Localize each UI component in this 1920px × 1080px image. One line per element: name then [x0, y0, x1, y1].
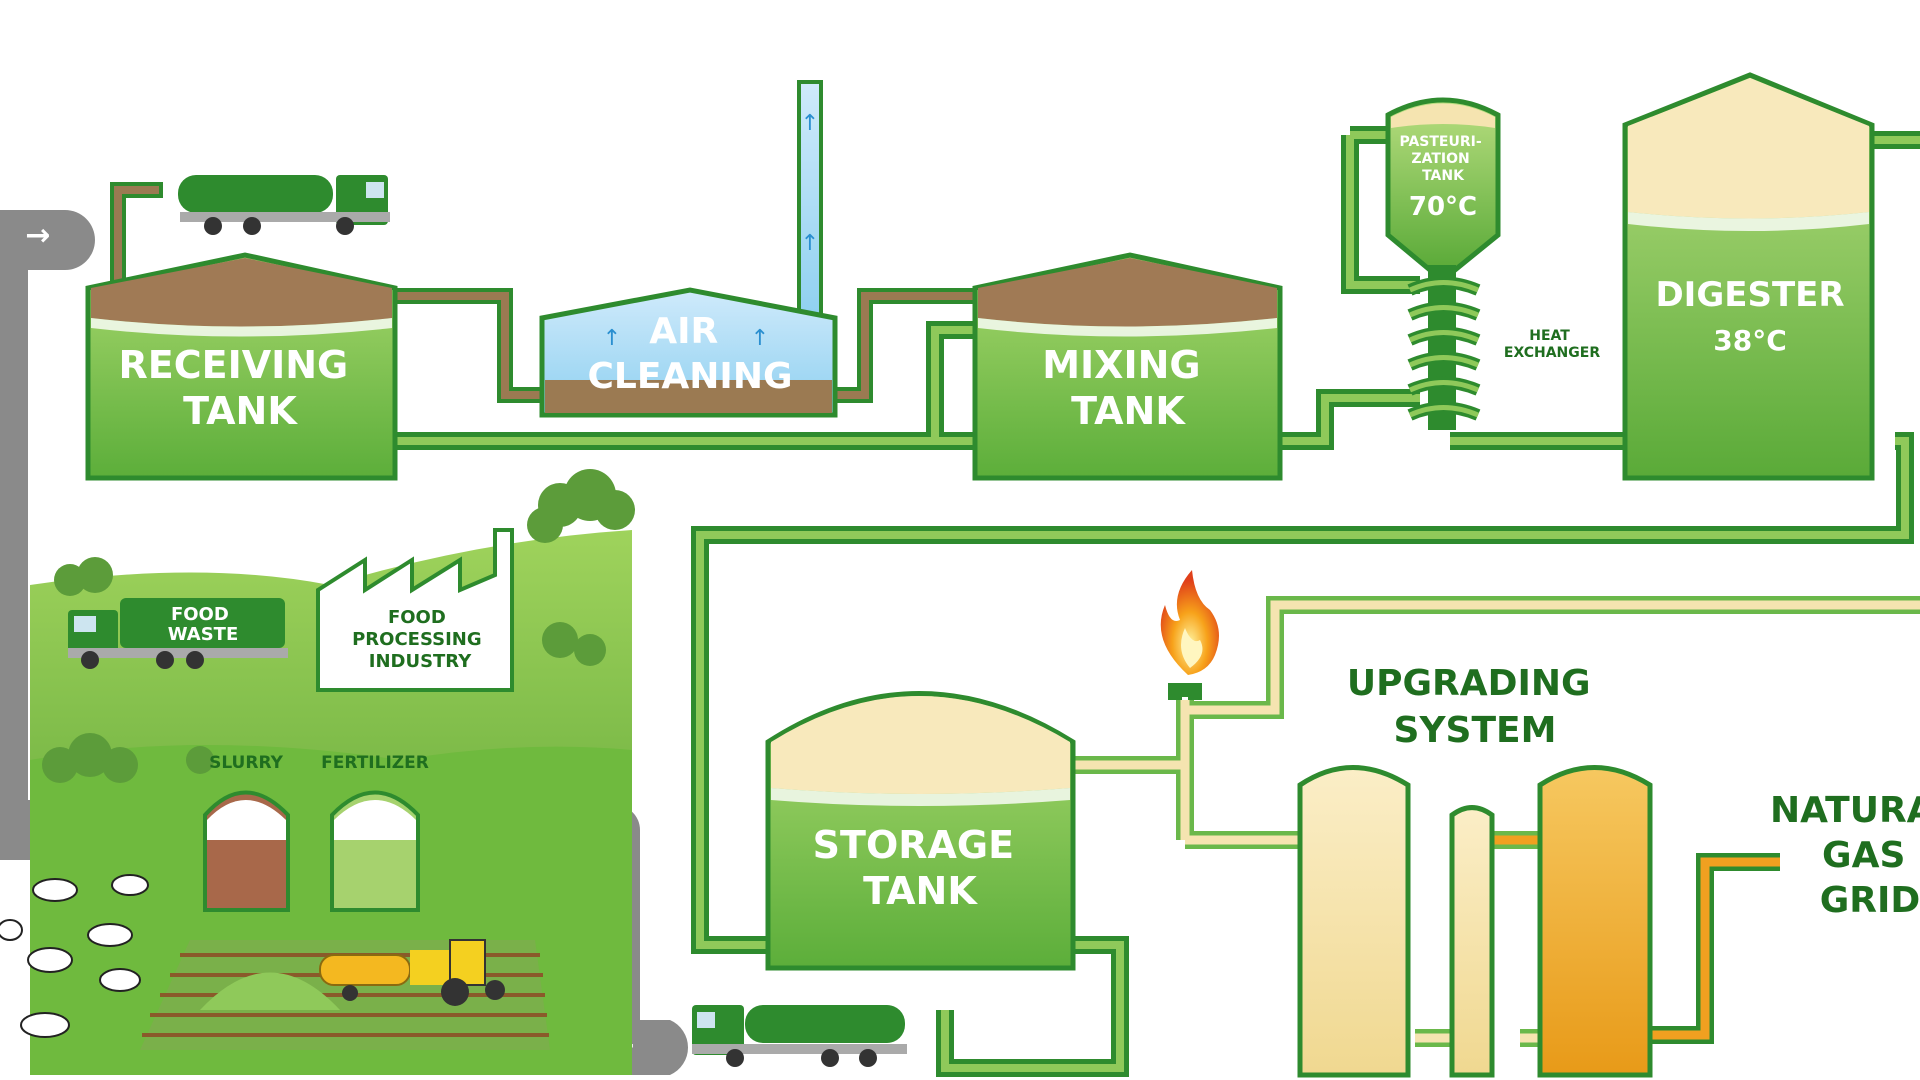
- pasteurization-label-3: TANK: [1422, 168, 1465, 184]
- trees: [42, 469, 635, 783]
- digester-label: DIGESTER: [1655, 275, 1844, 315]
- air-cleaning-label-1: AIR: [649, 311, 718, 352]
- air-up-arrow-icon: ↑: [801, 111, 819, 136]
- air-up-arrow-icon: ↑: [603, 326, 621, 351]
- storage-tank-label-1: STORAGE: [813, 823, 1014, 867]
- food-waste-label-1: FOOD: [171, 604, 229, 625]
- mixing-tank-label-2: TANK: [1071, 389, 1186, 433]
- food-processing-label-2: PROCESSING: [352, 629, 482, 650]
- upgrading-system-label-1: UPGRADING: [1347, 663, 1591, 704]
- food-processing-label-1: FOOD: [388, 607, 446, 628]
- natural-gas-grid: NATURAL GAS GRID: [1770, 790, 1920, 921]
- svg-text:STORAGE TANK: STORAGE TANK: [813, 823, 1028, 913]
- digester-temp: 38°C: [1713, 324, 1787, 357]
- slurry-label: SLURRY: [209, 753, 284, 773]
- heat-exchanger-label-2: EXCHANGER: [1504, 345, 1600, 361]
- fertilizer-label: FERTILIZER: [321, 753, 429, 773]
- upgrading-system: UPGRADING SYSTEM: [1297, 663, 1653, 1078]
- delivery-truck-bottom: [692, 1005, 907, 1067]
- air-up-arrow-icon: ↑: [801, 231, 819, 256]
- air-up-arrow-icon: ↑: [751, 326, 769, 351]
- storage-tank: STORAGE TANK: [765, 691, 1076, 971]
- pasteurization-tank: PASTEURI- ZATION TANK 70°C: [1385, 97, 1501, 273]
- digester-tank: DIGESTER 38°C: [1622, 72, 1875, 481]
- upgrading-system-label-2: SYSTEM: [1394, 710, 1557, 751]
- natural-gas-grid-label-1: NATURAL: [1770, 790, 1920, 831]
- cows: [0, 874, 149, 1038]
- svg-text:FOOD PROCESSING IN: FOOD PROCESSING INDUSTRY: [352, 607, 488, 672]
- natural-gas-grid-label-3: GRID: [1820, 880, 1920, 921]
- flare-flame-icon: [1160, 570, 1219, 675]
- receiving-tank: RECEIVING TANK: [85, 252, 398, 481]
- pasteurization-temp: 70°C: [1409, 192, 1477, 222]
- road-arrow-right-icon: →: [25, 218, 50, 253]
- landscape: [0, 469, 635, 1075]
- food-waste-label-2: WASTE: [168, 624, 239, 645]
- tractor-icon: [319, 939, 505, 1006]
- pipes-gas: [1075, 596, 1920, 1047]
- svg-text:AIR CLEANING: AIR CLEANING: [587, 311, 792, 397]
- receiving-tank-label-1: RECEIVING: [119, 343, 349, 387]
- food-processing-label-3: INDUSTRY: [369, 651, 472, 672]
- pasteurization-label-2: ZATION: [1411, 151, 1469, 167]
- storage-tank-label-2: TANK: [863, 869, 978, 913]
- heat-exchanger-label-1: HEAT: [1529, 328, 1570, 344]
- pasteurization-label-1: PASTEURI-: [1399, 134, 1481, 150]
- food-processing-factory: FOOD PROCESSING INDUSTRY: [316, 528, 514, 692]
- svg-text:MIXING TANK: MIXING TANK: [1042, 343, 1214, 433]
- natural-gas-grid-label-2: GAS: [1822, 835, 1905, 876]
- svg-text:FOOD WASTE: FOOD WASTE: [168, 604, 239, 645]
- fertilizer-silo: FERTILIZER: [321, 753, 429, 912]
- mixing-tank-label-1: MIXING: [1042, 343, 1200, 387]
- mixing-tank: MIXING TANK: [972, 252, 1283, 481]
- delivery-truck-top: [178, 175, 390, 235]
- svg-text:PASTEURI- ZATION T: PASTEURI- ZATION TANK: [1399, 134, 1486, 184]
- svg-text:UPGRADING SYSTEM: UPGRADING SYSTEM: [1347, 663, 1603, 751]
- food-waste-truck: FOOD WASTE: [68, 598, 288, 669]
- heat-exchanger-coil: HEAT EXCHANGER: [1407, 265, 1600, 430]
- slurry-silo: SLURRY: [203, 753, 290, 912]
- pipes-brown: [110, 182, 983, 403]
- air-cleaning-unit: ↑ ↑ ↑ ↑ AIR CLEANING: [539, 80, 838, 418]
- air-cleaning-label-2: CLEANING: [587, 356, 792, 397]
- svg-text:RECEIVING TANK: RECEIVING TANK: [119, 343, 362, 433]
- svg-text:HEAT EXCHANGER: HEAT EXCHANGER: [1504, 328, 1600, 361]
- receiving-tank-label-2: TANK: [183, 389, 298, 433]
- svg-text:NATURAL GAS GRID: NATURAL GAS GRID: [1770, 790, 1920, 921]
